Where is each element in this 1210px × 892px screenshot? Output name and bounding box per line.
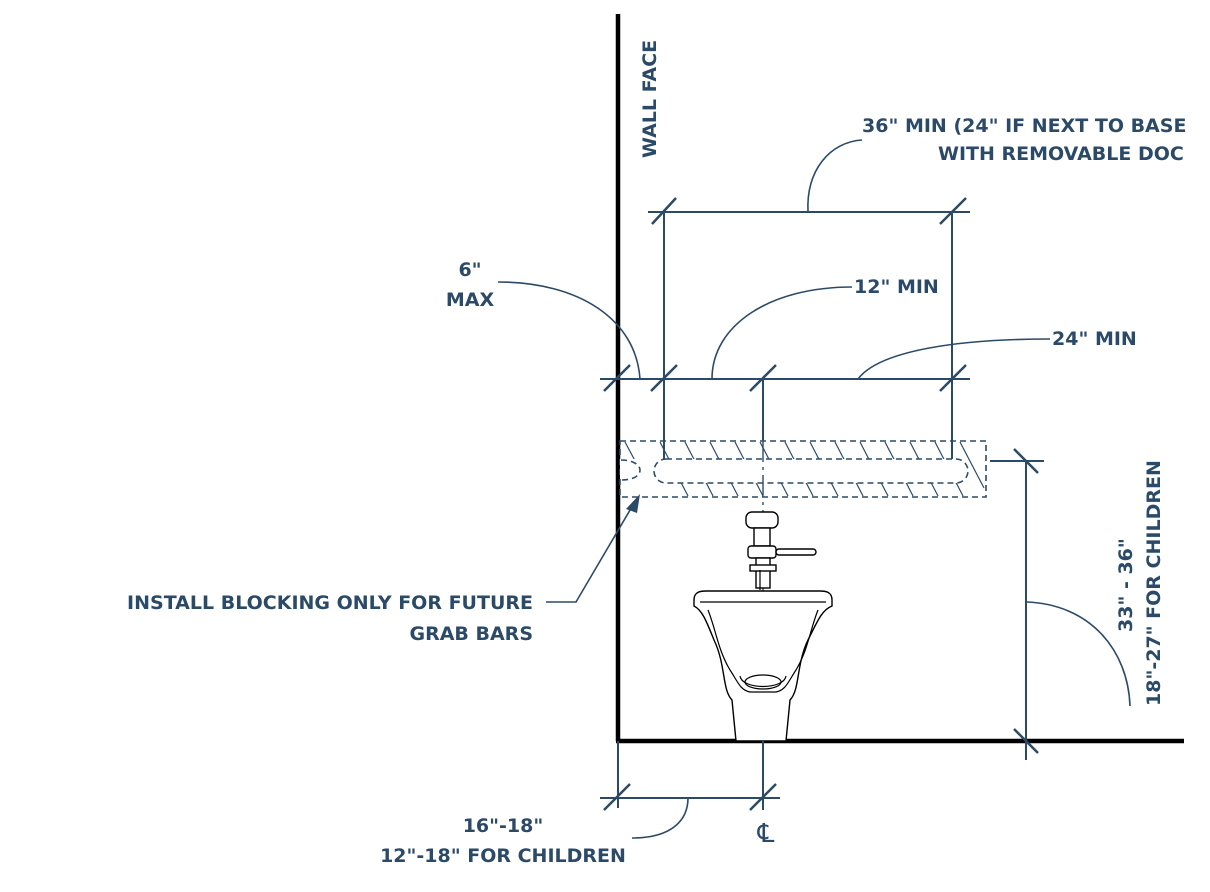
centerline-label-line2: 12"-18" FOR CHILDREN [380,845,626,867]
centerline-label-line1: 16"-18" [463,815,544,837]
blocking-label-line1: INSTALL BLOCKING ONLY FOR FUTURE [127,592,533,614]
twelve-min-leader [711,286,853,380]
twentyfour-min-label: 24" MIN [1052,328,1137,350]
twelve-min-label: 12" MIN [854,276,939,298]
urinal-fixture [693,511,833,742]
blocking-label-line2: GRAB BARS [409,623,533,645]
overall-length-dimension [648,139,970,460]
height-label-line1: 33" - 36" [1115,538,1137,632]
wall-face-label: WALL FACE [639,40,661,158]
lower-dimension-string [600,364,970,440]
six-max-label-line1: 6" [458,259,481,281]
centerline-symbol: ℄ [757,819,775,849]
twentyfour-min-leader [857,338,1051,380]
blocking-leader-arrow [626,494,640,513]
blocking-zone [619,440,987,498]
overall-length-label-line2: WITH REMOVABLE DOC [938,143,1184,165]
blocking-leader [546,504,634,603]
height-dimension [990,448,1131,760]
overall-length-label-line1: 36" MIN (24" IF NEXT TO BASE [862,115,1186,137]
height-label-line2: 18"-27" FOR CHILDREN [1143,460,1165,706]
centerline-dimension [600,741,780,839]
six-max-label-line2: MAX [446,289,495,311]
six-max-leader [497,281,641,380]
